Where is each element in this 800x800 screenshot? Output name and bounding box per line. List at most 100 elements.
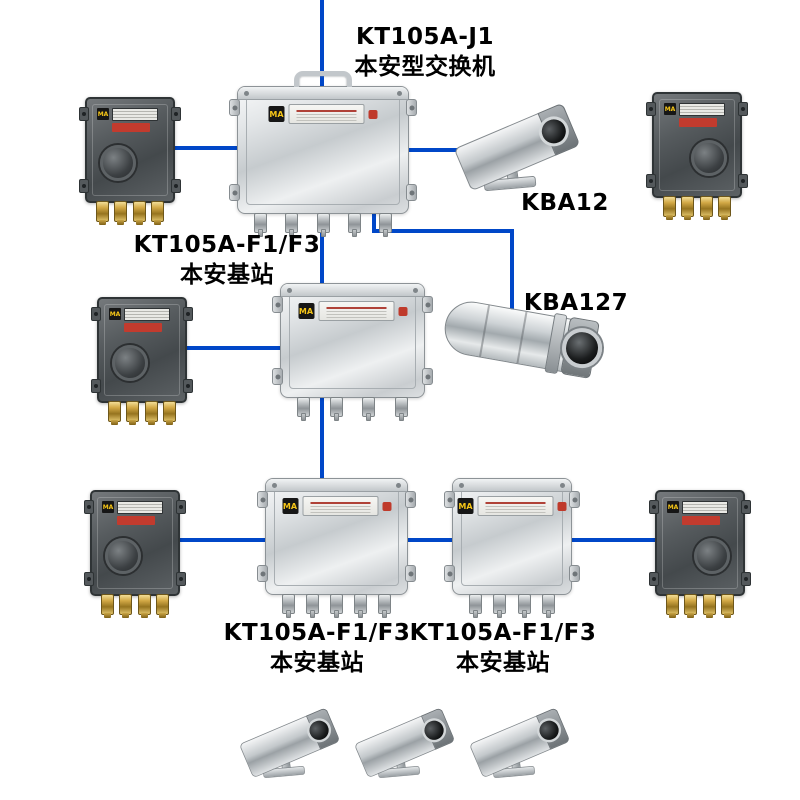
label-stack [117,501,163,525]
mounting-ear [84,572,94,586]
cable-glands-row [469,594,555,618]
label-stack [679,103,725,127]
base-bl-model-text: KT105A-F1/F3 [223,620,411,646]
white-label [117,501,163,514]
red-label [117,516,155,525]
nameplate: MA [268,104,378,124]
mounting-ear [738,102,748,116]
switch-device: MA [229,71,417,237]
camera-kba12-device [450,96,590,196]
mounting-ear [569,565,580,582]
cable-gland [150,201,164,225]
ma-badge-icon: MA [282,498,298,514]
cable-gland [517,594,531,618]
mounting-ear [171,179,181,193]
nameplate: MA [97,108,158,132]
junction-box-top-right: MA [646,92,748,220]
cable-gland [666,594,679,618]
mounting-ear [257,565,268,582]
mounting-ear [405,565,416,582]
mounting-ear [422,368,433,385]
ma-badge-icon: MA [102,501,114,513]
cable-gland [108,401,121,425]
ma-badge-icon: MA [664,103,676,115]
box-lid [238,87,408,100]
seal-mark [557,501,567,511]
nameplate: MA [298,301,407,321]
cable-gland [379,213,392,237]
mounting-ear [649,572,659,586]
wire-switch-to-kba127 [372,212,514,315]
entry-cover-boss [100,145,136,181]
cable-gland [663,196,676,220]
red-label [682,516,720,525]
junction-box-bottom-left: MA [84,490,186,618]
mounting-ear [405,491,416,508]
body-seam [479,305,491,357]
mounting-ear [646,102,656,116]
cable-gland [132,201,146,225]
mounting-ear [444,565,455,582]
cable-gland [114,201,128,225]
label-stack [124,308,170,332]
cable-gland [306,594,319,618]
junction-box-top-left: MA [79,97,181,225]
nameplate: MA [282,496,391,516]
switch-model-text: KT105A-J1 [356,24,494,50]
junction-box-bottom-right: MA [649,490,751,618]
cable-gland [144,401,158,425]
mounting-ear [406,99,417,116]
nameplate-label [302,496,378,516]
mounting-ear [79,107,89,121]
red-label [112,123,150,132]
cable-gland [316,213,330,237]
label-stack [682,501,728,525]
base-bottom-right-label: KT105A-F1/F3 本安基站 [403,618,603,679]
nameplate: MA [664,103,725,127]
mounting-ear [229,99,240,116]
cable-gland [254,213,267,237]
base-station-bottom-left-device: MA [257,478,416,618]
cable-glands-row [96,201,164,225]
base-bottom-left-label: KT105A-F1/F3 本安基站 [217,618,417,679]
base-mid-type-text: 本安基站 [180,262,274,289]
nameplate: MA [102,501,163,525]
box-lid [453,479,571,492]
ma-badge-icon: MA [298,303,314,319]
box-lid [281,284,424,297]
mounting-ear [649,500,659,514]
nameplate: MA [457,496,567,516]
cable-glands-row [254,213,392,237]
camera-bottom-1-device [236,702,348,782]
camera-bottom-2-device [351,702,463,782]
switch-type-text: 本安型交换机 [354,54,496,81]
box-lid [266,479,407,492]
mounting-ear [422,296,433,313]
cable-gland [699,196,713,220]
white-label [124,308,170,321]
seal-mark [398,306,407,316]
nameplate: MA [109,308,170,332]
kba127-label: KBA127 [523,290,629,316]
base-mid-label: KT105A-F1/F3 本安基站 [127,230,327,291]
cable-gland [126,401,140,425]
red-label [124,323,162,332]
cable-gland [720,594,734,618]
ma-badge-icon: MA [667,501,679,513]
cable-glands-row [666,594,734,618]
mounting-ear [444,491,455,508]
ma-badge-icon: MA [268,106,285,122]
mounting-ear [84,500,94,514]
cable-gland [330,594,343,618]
body-seam [516,311,528,364]
base-bl-type-text: 本安基站 [270,650,364,677]
cable-gland [354,594,367,618]
ma-badge-icon: MA [109,308,121,320]
white-label [682,501,728,514]
junction-box-mid-left: MA [91,297,193,425]
entry-cover-boss [105,538,141,574]
camera-bottom-3-device [466,702,578,782]
cable-gland [137,594,151,618]
kba12-label: KBA12 [521,190,609,216]
white-label [112,108,158,121]
